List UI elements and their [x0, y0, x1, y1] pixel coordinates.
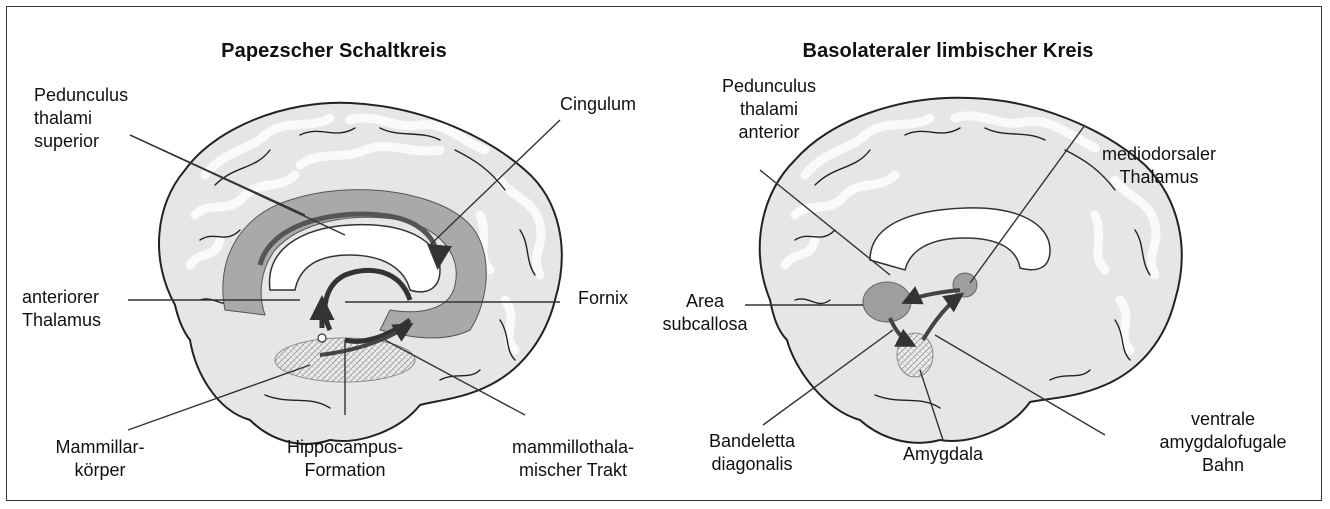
label-fornix: Fornix: [578, 287, 628, 310]
label-area-subcallosa: Area subcallosa: [662, 290, 747, 336]
label-pedunculus-thalami-superior: Pedunculus thalami superior: [34, 84, 128, 153]
label-mediodorsaler-thalamus: mediodorsaler Thalamus: [1102, 143, 1216, 189]
label-pedunculus-thalami-anterior: Pedunculus thalami anterior: [722, 75, 816, 144]
papez-title: Papezscher Schaltkreis: [221, 40, 447, 63]
label-amygdala: Amygdala: [903, 443, 983, 466]
basolateral-title: Basolateraler limbischer Kreis: [803, 40, 1094, 63]
area-subcallosa-region: [863, 282, 911, 322]
basolateral-circuit-panel: Basolateraler limbischer Kreis Pedunculu…: [665, 0, 1330, 509]
label-bandeletta-diagonalis: Bandeletta diagonalis: [709, 430, 795, 476]
label-anteriorer-thalamus: anteriorer Thalamus: [22, 286, 101, 332]
label-ventrale-amygdalofugale-bahn: ventrale amygdalofugale Bahn: [1159, 408, 1286, 477]
papez-brain-illustration: [0, 0, 665, 509]
label-mammillothalamischer-trakt: mammillothala- mischer Trakt: [512, 436, 634, 482]
label-hippocampus-formation: Hippocampus- Formation: [287, 436, 403, 482]
mammillary-body-marker: [318, 334, 326, 342]
label-mammillarkoerper: Mammillar- körper: [56, 436, 145, 482]
mediodorsal-thalamus-region: [953, 273, 977, 297]
papez-circuit-panel: Papezscher Schaltkreis Pedunculus thalam…: [0, 0, 665, 509]
label-cingulum: Cingulum: [560, 93, 636, 116]
